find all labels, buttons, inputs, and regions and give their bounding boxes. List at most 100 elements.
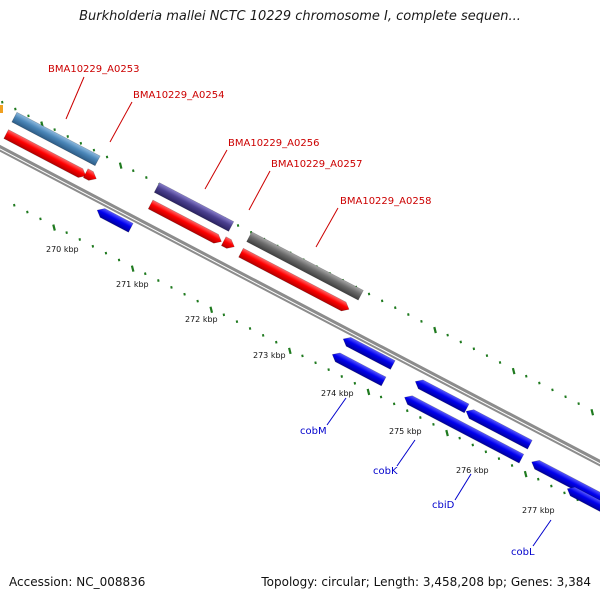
leader-A0257 xyxy=(248,170,271,211)
cds-reverse-cbiD[interactable] xyxy=(464,407,533,450)
features-layer xyxy=(0,105,600,513)
tick-label-277: 277 kbp xyxy=(522,506,555,515)
minor-tick xyxy=(65,231,68,235)
minor-tick xyxy=(551,388,554,392)
minor-tick xyxy=(248,327,252,330)
minor-tick xyxy=(13,203,16,207)
leader-A0256 xyxy=(204,149,228,190)
minor-tick xyxy=(577,402,580,406)
gene-label-cobL[interactable]: cobL xyxy=(511,547,535,558)
tick-label-273: 273 kbp xyxy=(253,351,286,360)
minor-tick xyxy=(537,477,540,481)
label-leaders xyxy=(65,76,552,547)
leader-cobM xyxy=(326,397,347,426)
minor-tick xyxy=(236,224,240,227)
major-tick xyxy=(590,408,595,416)
minor-tick xyxy=(275,340,278,344)
minor-tick xyxy=(196,299,199,303)
minor-tick xyxy=(510,464,514,467)
minor-tick xyxy=(407,313,410,316)
cds-forward-A0258[interactable] xyxy=(238,247,352,314)
cds-reverse-cobK-a[interactable] xyxy=(413,377,470,414)
minor-tick xyxy=(550,484,553,488)
feature-slateblue-A0256[interactable] xyxy=(153,182,235,232)
gene-label-cobM[interactable]: cobM xyxy=(300,426,327,437)
cds-reverse-cobM-a[interactable] xyxy=(341,335,396,370)
minor-tick xyxy=(117,258,121,262)
major-tick xyxy=(445,429,449,437)
minor-tick xyxy=(1,100,4,104)
feature-orange-marker[interactable] xyxy=(0,105,3,113)
minor-tick xyxy=(104,251,108,255)
backbone-inner-line xyxy=(0,149,600,467)
cds-reverse-cobK-b[interactable] xyxy=(402,393,525,464)
leader-cobL xyxy=(532,519,552,547)
locus-label-A0254[interactable]: BMA10229_A0254 xyxy=(133,90,224,101)
locus-label-A0257[interactable]: BMA10229_A0257 xyxy=(271,159,362,170)
feature-gray-A0258[interactable] xyxy=(246,231,364,301)
minor-tick xyxy=(340,375,343,378)
minor-tick xyxy=(367,292,371,296)
minor-tick xyxy=(538,381,541,385)
gene-label-cbiD[interactable]: cbiD xyxy=(432,500,455,511)
topology-summary: Topology: circular; Length: 3,458,208 bp… xyxy=(261,575,591,589)
tick-label-271: 271 kbp xyxy=(116,280,149,289)
minor-tick xyxy=(183,292,186,296)
minor-tick xyxy=(53,128,56,132)
cds-forward-A0257-fragment[interactable] xyxy=(220,236,236,251)
leader-A0258 xyxy=(315,207,339,248)
locus-label-A0253[interactable]: BMA10229_A0253 xyxy=(48,64,139,75)
minor-tick xyxy=(525,374,528,378)
minor-tick xyxy=(92,148,96,152)
cds-reverse-cobM-b[interactable] xyxy=(330,350,387,387)
minor-tick xyxy=(145,176,148,179)
cds-reverse-cobL-a[interactable] xyxy=(529,458,600,505)
minor-tick xyxy=(353,381,357,385)
leader-A0254 xyxy=(109,101,133,143)
minor-tick xyxy=(314,361,317,365)
minor-tick xyxy=(170,285,173,289)
cds-forward-A0253[interactable] xyxy=(3,129,88,181)
leader-cobK xyxy=(396,439,416,467)
minor-tick xyxy=(497,457,501,461)
major-tick xyxy=(433,326,437,334)
cds-forward-A0256[interactable] xyxy=(147,199,223,246)
feature-steelblue-A0253[interactable] xyxy=(11,111,101,167)
gene-label-cobK[interactable]: cobK xyxy=(373,466,398,477)
cds-reverse-small-1[interactable] xyxy=(95,206,134,233)
locus-label-A0258[interactable]: BMA10229_A0258 xyxy=(340,196,431,207)
minor-tick xyxy=(394,306,397,310)
minor-tick xyxy=(564,395,567,399)
minor-tick xyxy=(472,347,476,351)
minor-tick xyxy=(27,114,30,118)
minor-tick xyxy=(446,333,449,337)
cds-reverse-cobL-b[interactable] xyxy=(565,484,600,513)
minor-tick xyxy=(392,402,396,406)
cds-forward-A0254-fragment[interactable] xyxy=(82,168,98,183)
tick-label-274: 274 kbp xyxy=(321,389,354,398)
minor-tick xyxy=(132,169,135,173)
tick-label-276: 276 kbp xyxy=(456,466,489,475)
leader-cbiD xyxy=(454,473,472,501)
minor-tick xyxy=(301,354,304,358)
minor-tick xyxy=(235,320,239,324)
major-tick xyxy=(209,306,214,314)
locus-label-A0256[interactable]: BMA10229_A0256 xyxy=(228,138,319,149)
minor-tick xyxy=(157,279,160,282)
minor-tick xyxy=(459,340,462,344)
tick-label-275: 275 kbp xyxy=(389,427,422,436)
backbone-outer-line xyxy=(0,144,600,464)
minor-tick xyxy=(327,368,330,372)
minor-tick xyxy=(144,272,147,276)
minor-tick xyxy=(432,422,435,426)
major-tick xyxy=(523,470,528,478)
major-tick xyxy=(366,388,371,396)
minor-tick xyxy=(379,395,383,399)
accession-text: Accession: NC_008836 xyxy=(9,575,146,589)
tick-label-272: 272 kbp xyxy=(185,315,218,324)
major-tick xyxy=(52,224,56,231)
minor-tick xyxy=(78,238,81,241)
minor-tick xyxy=(471,443,474,447)
minor-tick xyxy=(39,217,42,221)
